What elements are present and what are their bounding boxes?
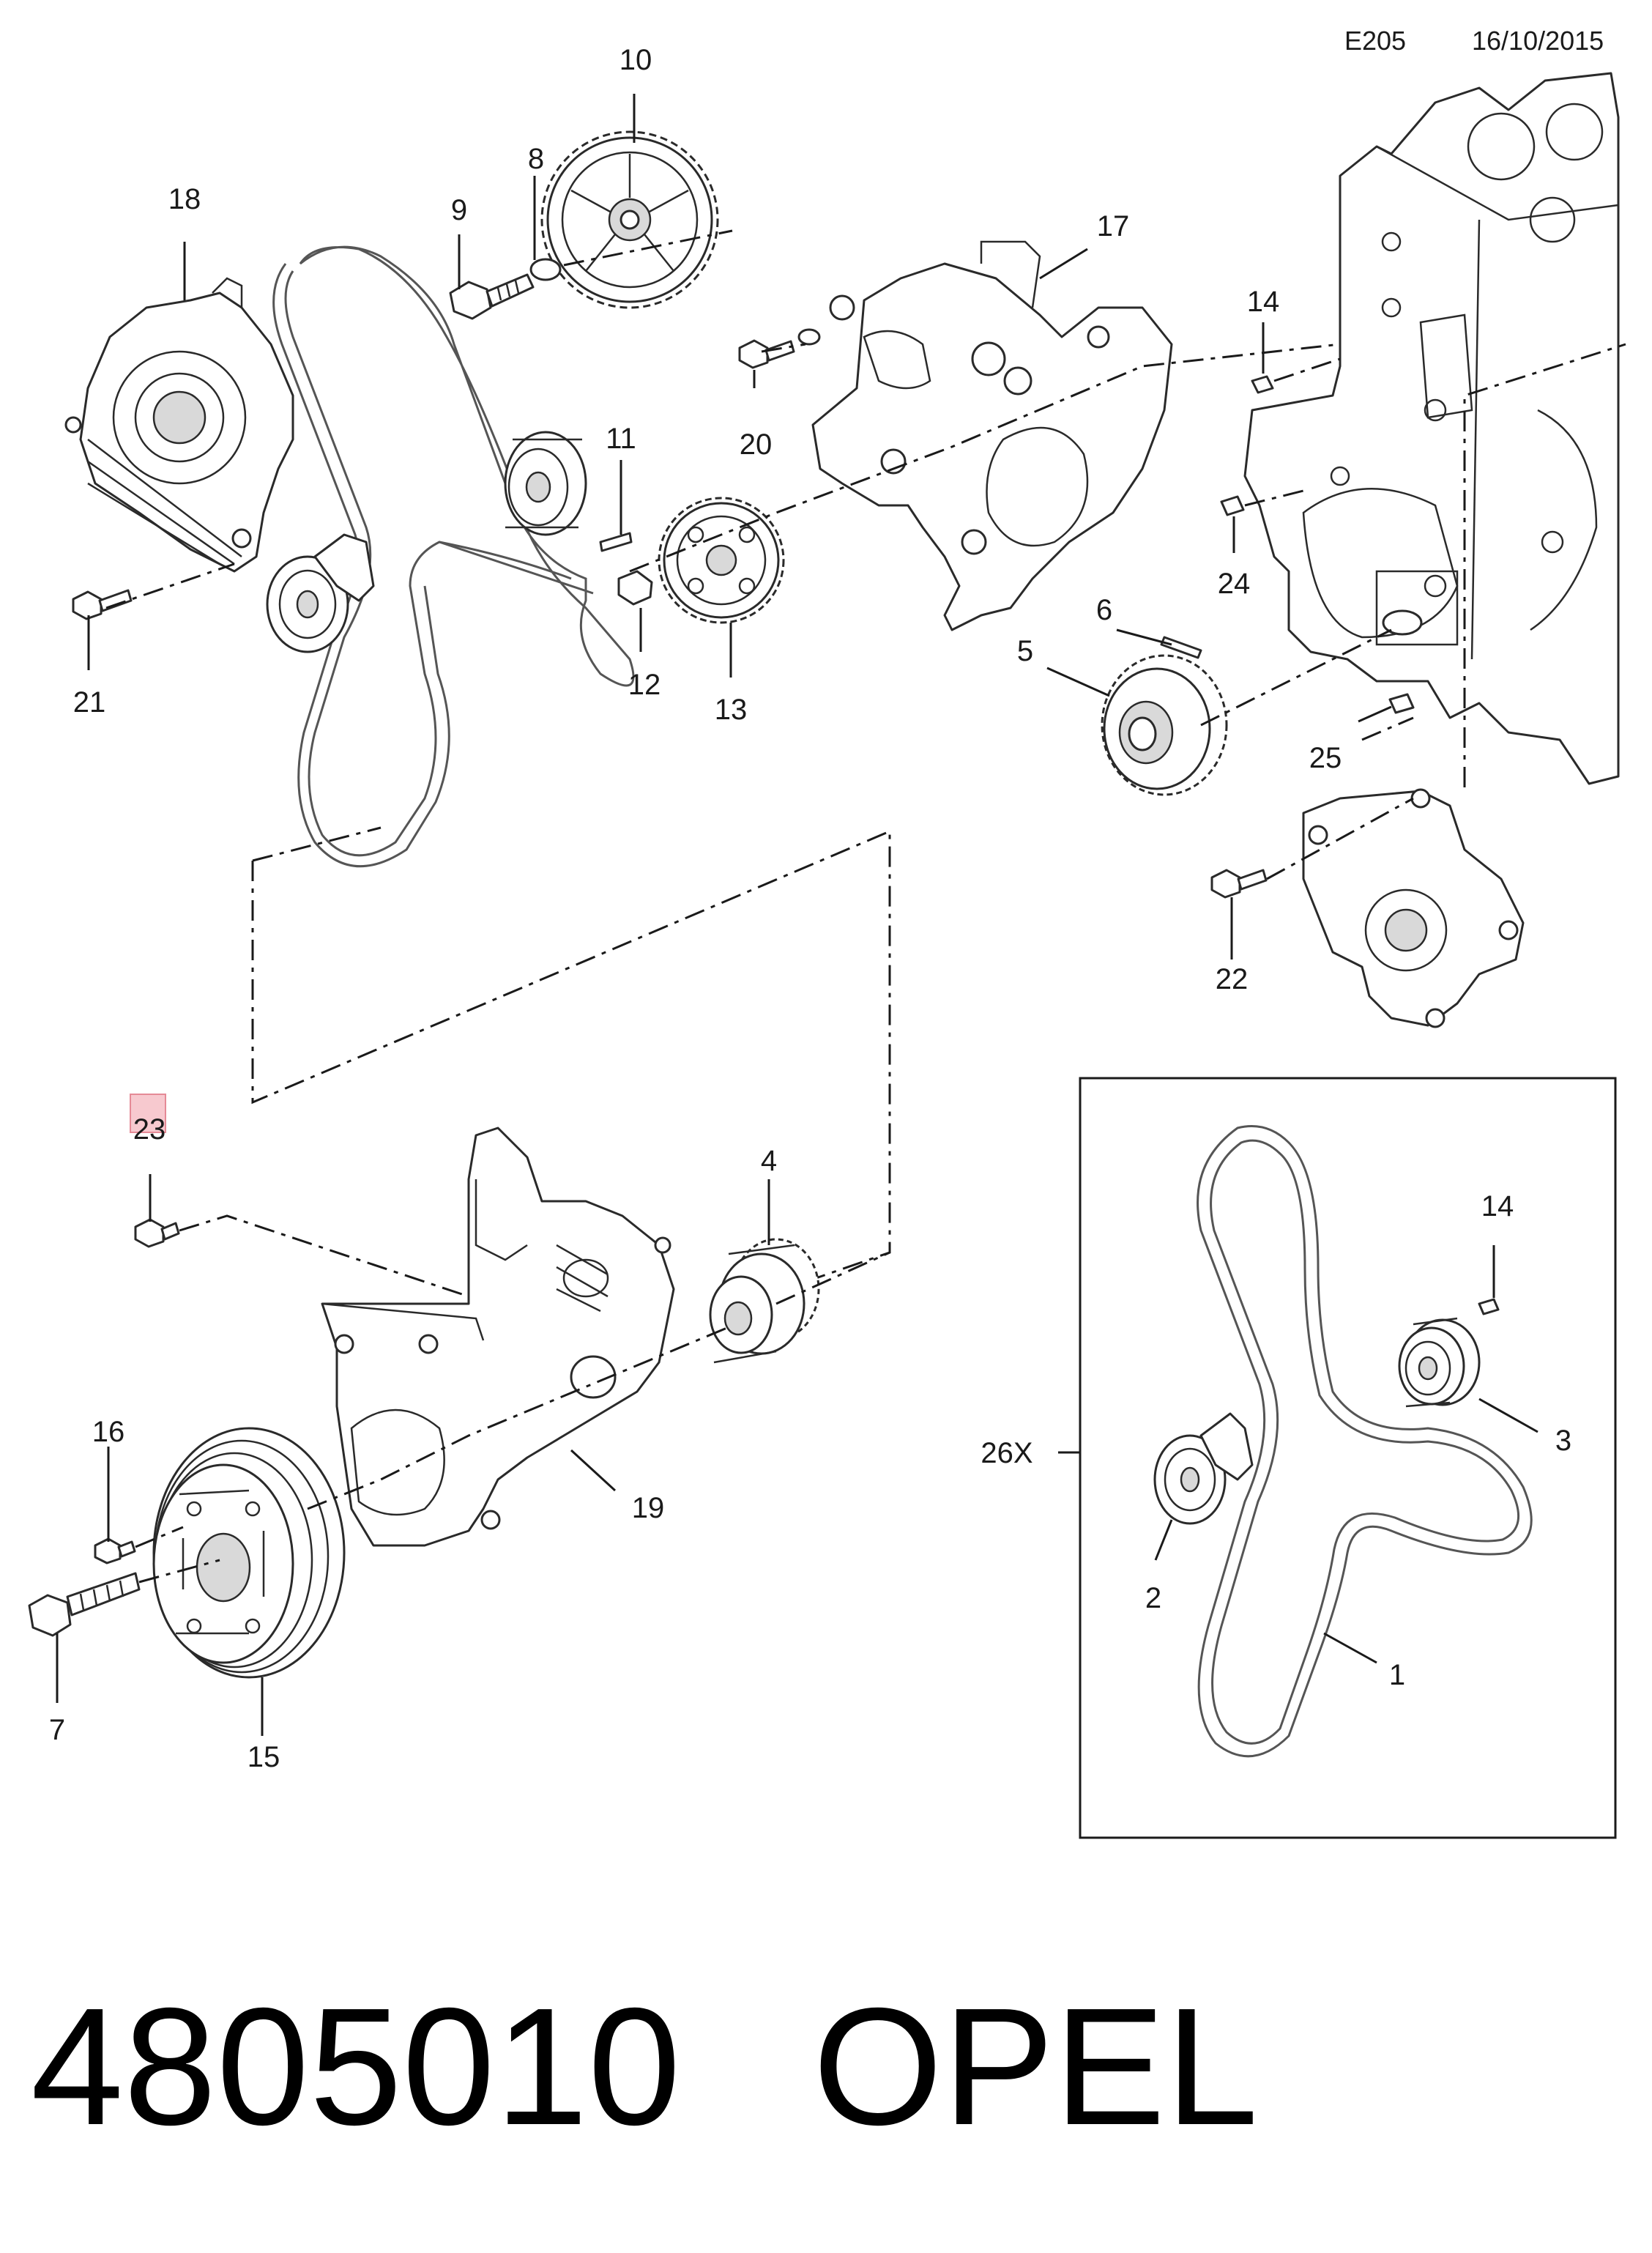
injection-pump-gear	[658, 497, 785, 624]
label-21: 21	[73, 686, 106, 719]
bolt-16	[94, 1537, 136, 1565]
belt-tensioner-upper	[266, 533, 375, 653]
upper-timing-cover	[64, 277, 294, 573]
part-number: 4805010	[31, 1974, 681, 2160]
label-3: 3	[1555, 1425, 1571, 1457]
label-6: 6	[1096, 594, 1112, 626]
crankshaft-gear-5	[1101, 654, 1228, 796]
dowel-pin-25	[1388, 693, 1415, 714]
engine-block	[1243, 72, 1620, 785]
label-14-inset: 14	[1481, 1190, 1514, 1222]
dowel-pin-24	[1220, 495, 1245, 516]
assembly-line-7	[138, 1559, 220, 1584]
label-4: 4	[761, 1145, 777, 1177]
woodruff-key-11	[599, 532, 633, 552]
label-13: 13	[715, 694, 748, 726]
label-2: 2	[1145, 1582, 1161, 1614]
callout-labels: 10 8 9 18 17 14 20 11 21 12 13 24 6 5 25…	[49, 44, 1571, 1773]
kit-inset-frame	[1079, 1077, 1617, 1839]
label-23: 23	[133, 1113, 166, 1146]
timing-belt-upper	[272, 245, 635, 868]
nut-12	[617, 570, 653, 606]
label-8: 8	[528, 143, 544, 175]
label-17: 17	[1097, 210, 1130, 242]
crankshaft-sprocket-4	[709, 1238, 820, 1364]
diagram-code: E205	[1344, 26, 1406, 56]
assembly-line-16	[135, 1526, 184, 1548]
lower-timing-cover	[321, 1126, 675, 1547]
label-12: 12	[628, 669, 661, 701]
label-5: 5	[1017, 635, 1033, 667]
bolt-7	[28, 1572, 141, 1637]
assembly-lines-upper	[105, 229, 1626, 1283]
label-7: 7	[49, 1714, 65, 1746]
highlight-marker	[130, 1094, 166, 1133]
assembly-line-15	[307, 1324, 733, 1510]
bolt-21	[72, 589, 133, 620]
kit-inset	[1079, 1077, 1617, 1839]
bolt-23	[134, 1218, 180, 1248]
label-10: 10	[620, 44, 652, 76]
bolt-20	[738, 328, 821, 369]
timing-cover-inner	[811, 240, 1173, 631]
label-26x: 26X	[981, 1437, 1032, 1469]
label-18: 18	[168, 183, 201, 215]
camshaft-gear	[540, 130, 719, 309]
dowel-pin-14-upper	[1251, 375, 1274, 394]
label-22: 22	[1216, 963, 1249, 995]
label-24: 24	[1218, 568, 1251, 600]
label-11: 11	[606, 423, 636, 455]
bolt-9	[449, 273, 535, 320]
label-9: 9	[451, 194, 467, 226]
water-pump-housing	[1302, 788, 1525, 1028]
label-16: 16	[92, 1416, 125, 1448]
crankshaft-damper-pulley	[152, 1427, 346, 1679]
label-19: 19	[632, 1492, 665, 1524]
bolt-22	[1210, 869, 1268, 899]
washer-8	[529, 258, 562, 281]
label-15: 15	[248, 1741, 280, 1773]
label-1: 1	[1389, 1659, 1405, 1691]
label-25: 25	[1309, 742, 1342, 774]
diagram-date: 16/10/2015	[1472, 26, 1604, 56]
woodruff-key-6	[1160, 636, 1202, 659]
label-14-upper: 14	[1247, 286, 1280, 318]
callout-leaders	[56, 94, 1538, 1736]
brand-name: OPEL	[813, 1974, 1258, 2160]
idler-pulley-upper	[504, 431, 587, 536]
assembly-line-23	[179, 1214, 469, 1298]
label-20: 20	[740, 428, 773, 461]
